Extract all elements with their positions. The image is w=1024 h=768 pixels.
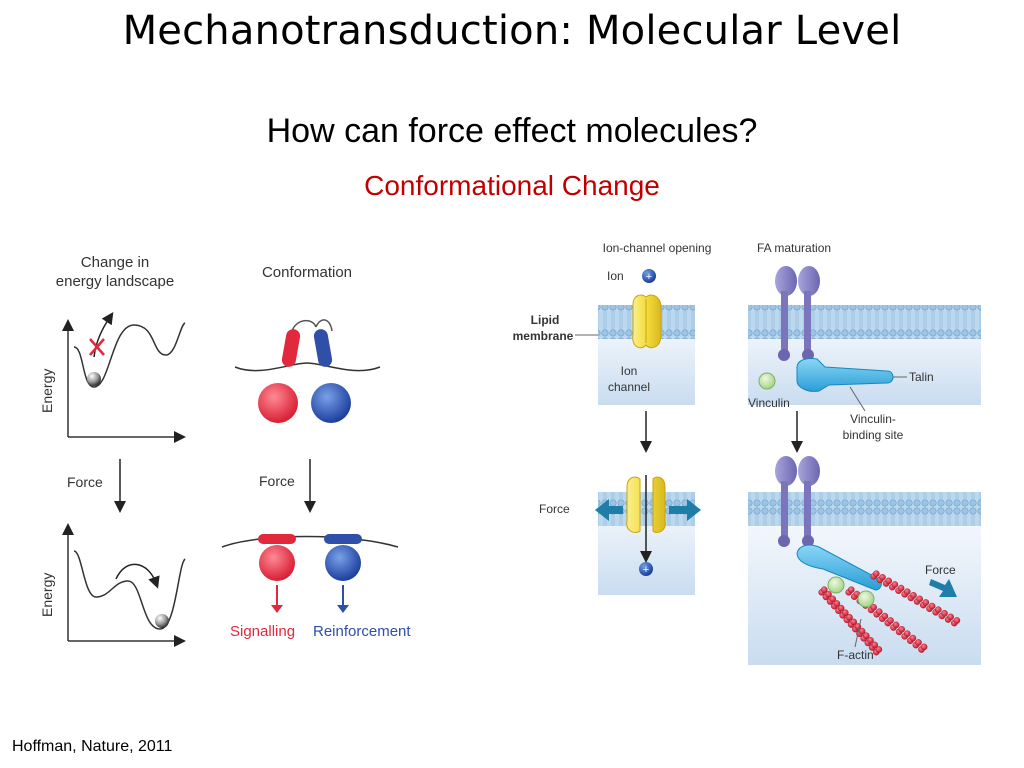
- ion-channel-open-panel: +: [595, 475, 701, 595]
- slide-title: Mechanotransduction: Molecular Level: [122, 8, 902, 54]
- energy-conformation-figure: Change in energy landscape Conformation …: [39, 254, 411, 647]
- ball-icon: [87, 372, 101, 386]
- f-actin-bead: [891, 581, 899, 588]
- fa-force-label: Force: [925, 563, 956, 577]
- f-actin-bead: [847, 586, 855, 594]
- energy-plot-after: Energy: [39, 523, 186, 647]
- force-arrow-fa-icon: [929, 579, 957, 597]
- force-arrow-left-icon: [595, 499, 623, 521]
- ball-icon-2: [155, 614, 169, 628]
- f-actin-bead: [897, 584, 905, 592]
- f-actin-bead: [867, 636, 874, 644]
- f-actin-bead: [871, 641, 879, 649]
- ion-icon-2: [639, 562, 653, 576]
- vinculin-bound-icon-2: [857, 590, 875, 608]
- talin-icon: [796, 358, 894, 392]
- f-actin-bead: [820, 586, 828, 594]
- f-actin-bead: [875, 646, 883, 653]
- f-actin-bead: [947, 613, 955, 621]
- f-actin-label: F-actin: [837, 648, 874, 662]
- f-actin-bead: [909, 634, 917, 642]
- f-actin-bead: [850, 618, 858, 626]
- f-actin-bead: [825, 590, 832, 598]
- f-actin-bead: [903, 630, 911, 638]
- f-actin-bead: [858, 627, 866, 635]
- f-actin-bead: [903, 588, 911, 596]
- integrin-icon: [775, 266, 820, 361]
- f-actin-filaments: [818, 570, 961, 656]
- ion-channel-closed-panel: Ion + Ion channel: [598, 269, 695, 405]
- ion-force-label: Force: [539, 502, 570, 516]
- f-actin-bead: [920, 643, 928, 651]
- conformation-heading: Conformation: [262, 264, 352, 281]
- lipid-membrane-label-2: membrane: [513, 329, 574, 343]
- f-actin-bead: [922, 599, 930, 606]
- f-actin-bead: [892, 621, 900, 629]
- f-actin-bead: [870, 603, 878, 611]
- energy-plot-before: Energy: [39, 312, 186, 443]
- f-actin-bead: [846, 613, 853, 621]
- f-actin-bead: [885, 577, 893, 585]
- conformational-change-label: Conformational Change: [364, 170, 660, 201]
- vbs-label-2: binding site: [843, 428, 904, 442]
- fa-initial-panel: Talin Vinculin: [748, 266, 981, 410]
- f-actin-bead: [887, 617, 894, 624]
- ion-label: Ion: [607, 269, 624, 283]
- f-actin-bead: [934, 606, 942, 614]
- f-actin-bead: [941, 609, 948, 617]
- energy-landscape-heading-2: energy landscape: [56, 273, 174, 290]
- energy-axis-label: Energy: [39, 369, 55, 413]
- force-label-energy: Force: [67, 474, 103, 490]
- f-actin-bead: [833, 600, 841, 607]
- f-actin-bead: [829, 595, 837, 603]
- f-actin-bead: [898, 625, 906, 633]
- signalling-label: Signalling: [230, 623, 295, 640]
- ion-channel-label: Ion: [621, 364, 638, 378]
- vbs-label: Vinculin-: [850, 412, 896, 426]
- f-actin-bead: [910, 591, 917, 599]
- f-actin-bead: [953, 617, 961, 624]
- f-actin-bead: [837, 604, 845, 612]
- ion-icon: [642, 269, 656, 283]
- reinforcement-label: Reinforcement: [313, 623, 411, 640]
- fa-mature-panel: Force F-actin: [748, 456, 981, 665]
- f-actin-bead: [881, 612, 889, 620]
- slide-subtitle: How can force effect molecules?: [266, 112, 758, 150]
- f-actin-bead: [872, 570, 880, 578]
- force-label-conformation: Force: [259, 473, 295, 489]
- ion-channel-label-2: channel: [608, 380, 650, 394]
- f-actin-bead: [928, 602, 936, 610]
- vinculin-bound-icon: [827, 576, 845, 594]
- energy-landscape-heading: Change in: [81, 254, 149, 271]
- conformation-before: [234, 319, 381, 423]
- f-actin-bead: [841, 609, 849, 617]
- ion-channel-heading: Ion-channel opening: [603, 241, 712, 255]
- f-actin-bead: [915, 639, 922, 646]
- ion-channel-open-icon: [626, 476, 666, 534]
- fa-maturation-heading: FA maturation: [757, 241, 831, 255]
- f-actin-bead: [862, 632, 870, 640]
- energy-axis-label-2: Energy: [39, 573, 55, 617]
- talin-label: Talin: [909, 370, 934, 384]
- integrin-icon-2: [775, 456, 820, 547]
- vinculin-label: Vinculin: [748, 396, 790, 410]
- lipid-membrane-label: Lipid: [531, 313, 560, 327]
- svg-text:+: +: [643, 564, 649, 576]
- ion-channel-fa-figure: Ion-channel opening FA maturation Ion + …: [513, 241, 981, 665]
- force-arrow-right-icon: [669, 499, 701, 521]
- conformation-after: [221, 534, 399, 613]
- f-actin-bead: [916, 595, 924, 603]
- f-actin-bead: [875, 608, 883, 616]
- svg-text:+: +: [646, 271, 652, 283]
- blocked-x-icon: [89, 338, 105, 356]
- vinculin-icon: [758, 372, 776, 390]
- talin-stretched-icon: [796, 544, 882, 591]
- ion-channel-closed-icon: [632, 294, 662, 349]
- citation: Hoffman, Nature, 2011: [12, 738, 173, 755]
- f-actin-bead: [879, 573, 886, 581]
